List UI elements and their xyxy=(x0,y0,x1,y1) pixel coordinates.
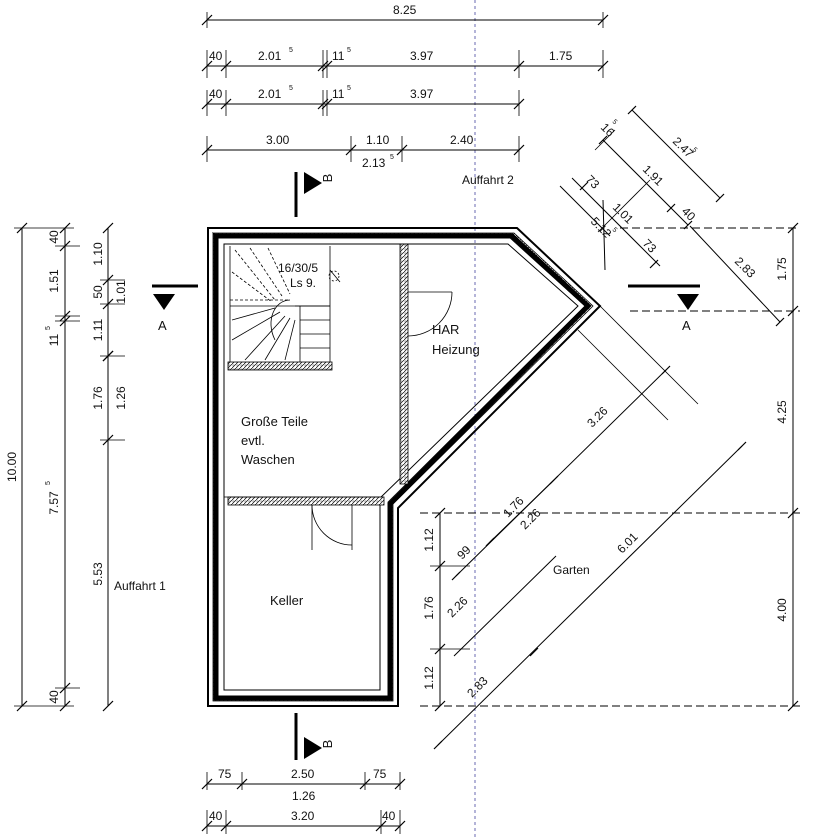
dimension-label: 40 xyxy=(382,809,396,823)
dimension-label: 2.13 xyxy=(362,156,386,170)
room-waschen-label: Waschen xyxy=(241,452,295,467)
dimension-label: 5 xyxy=(347,47,351,54)
dimension-label: 40 xyxy=(47,230,61,244)
section-marker-a-right: A xyxy=(628,284,700,333)
dimension-label: 40 xyxy=(47,690,61,704)
dimension-label: 1.11 xyxy=(91,318,105,341)
dimension-label: 1.75 xyxy=(775,257,789,281)
room-keller-label: Keller xyxy=(270,593,304,608)
stair-note-1: 16/30/5 xyxy=(278,261,318,275)
dimension-label: 5 xyxy=(289,85,293,92)
dimension-label: 2.26 xyxy=(517,505,544,532)
dimension-label: 1.12 xyxy=(422,666,436,690)
dim-top-11: 11 xyxy=(332,49,345,63)
dimension-label: 2.01 xyxy=(258,87,282,101)
auffahrt-1-label: Auffahrt 1 xyxy=(114,579,166,593)
bottom-dimensions: 75 2.50 75 1.26 40 3.20 40 xyxy=(201,767,406,834)
dimension-label: A xyxy=(682,318,691,333)
section-marker-b-top: B xyxy=(294,172,335,217)
dimension-label: 73 xyxy=(640,236,660,256)
dimension-label: 40 xyxy=(679,204,699,224)
dimension-label: 3.00 xyxy=(266,133,290,147)
dimension-label: 1.51 xyxy=(47,269,61,293)
dimension-label: 5 xyxy=(611,118,619,126)
dim-overall-width: 8.25 xyxy=(393,3,417,17)
dimension-label: 1.10 xyxy=(91,242,105,266)
dimension-label: 99 xyxy=(454,543,474,563)
dim-top-175: 1.75 xyxy=(549,49,573,63)
room-grosse-teile-label: Große Teile xyxy=(241,414,308,429)
dimension-label: B xyxy=(320,174,335,183)
dimension-label: 3.20 xyxy=(291,809,315,823)
room-evtl-label: evtl. xyxy=(241,433,265,448)
door-har xyxy=(407,291,453,337)
dimension-label: 5.53 xyxy=(91,562,105,586)
dimension-label: 6.01 xyxy=(614,529,641,556)
stair-note-2: Ls 9. xyxy=(290,276,316,290)
dimension-label: 1.26 xyxy=(114,386,128,410)
dimension-label: 1.76 xyxy=(422,596,436,620)
building-outline xyxy=(207,227,602,707)
dimension-label: 2.83 xyxy=(464,673,491,700)
dimension-label: 5 xyxy=(289,47,293,54)
dimension-label: 4.00 xyxy=(775,598,789,622)
top-dimensions: 8.25 40 2.01 5 11 5 3.97 1.75 xyxy=(201,3,609,170)
dimension-label: 3.26 xyxy=(584,403,611,430)
dim-top-397: 3.97 xyxy=(410,49,434,63)
dimension-label: 11 xyxy=(332,87,345,101)
dimension-label: 2.26 xyxy=(444,593,471,620)
left-dimensions: 10.00 40 1.51 11 5 7.57 5 40 xyxy=(5,222,128,712)
dimension-label: 1.01 xyxy=(610,200,637,227)
dimension-label: 40 xyxy=(209,87,223,101)
dimension-label: 40 xyxy=(209,809,223,823)
room-har-label: HAR xyxy=(432,322,459,337)
lower-dimensions: 1.12 1.76 1.12 99 1.76 2.26 2.26 3.26 6.… xyxy=(422,305,747,750)
dimension-label: 1.01 xyxy=(114,280,128,304)
room-heizung-label: Heizung xyxy=(432,342,480,357)
dimension-label: 5 xyxy=(691,146,699,154)
dimension-label: 10.00 xyxy=(5,452,19,482)
dimension-label: 7.57 xyxy=(47,491,61,515)
dimension-label: 2.40 xyxy=(450,133,474,147)
dimension-label: 75 xyxy=(373,767,387,781)
dimension-label: 73 xyxy=(583,172,603,192)
dimension-label: 1.26 xyxy=(292,789,316,803)
dimension-label: 1.12 xyxy=(422,528,436,552)
dimension-label: B xyxy=(320,740,335,749)
interior-walls xyxy=(224,243,409,506)
dimension-label: 5 xyxy=(45,481,52,485)
dim-top-40: 40 xyxy=(209,49,223,63)
door-keller xyxy=(311,504,353,550)
dimension-label: 2.50 xyxy=(291,767,315,781)
dimension-label: 5 xyxy=(347,85,351,92)
dimension-label: 1.76 xyxy=(91,386,105,410)
garten-label: Garten xyxy=(553,563,590,577)
dimension-label: 1.91 xyxy=(640,162,667,189)
dimension-label: 5 xyxy=(390,154,394,161)
dimension-label: 75 xyxy=(218,767,232,781)
dimension-label: 50 xyxy=(91,285,105,299)
staircase xyxy=(229,246,341,362)
right-dimensions: 1.75 4.25 4.00 xyxy=(420,222,800,712)
dimension-label: 4.25 xyxy=(775,400,789,424)
section-marker-b-bottom: B xyxy=(294,713,335,760)
section-marker-a-left: A xyxy=(152,284,198,333)
dimension-label: 5 xyxy=(45,326,52,330)
auffahrt-2-label: Auffahrt 2 xyxy=(462,173,514,187)
dimension-label: 5 xyxy=(611,226,619,234)
dimension-label: 11 xyxy=(47,333,61,346)
dimension-label: 2.47 xyxy=(670,134,697,161)
dimension-label: 2.83 xyxy=(732,254,759,281)
dim-top-201: 2.01 xyxy=(258,49,282,63)
dimension-label: 3.97 xyxy=(410,87,434,101)
dimension-label: A xyxy=(158,318,167,333)
diagonal-dimensions: 16 5 2.47 5 1.91 73 1.01 40 5.12 5 73 2.… xyxy=(559,105,785,327)
dimension-label: 1.10 xyxy=(366,133,390,147)
